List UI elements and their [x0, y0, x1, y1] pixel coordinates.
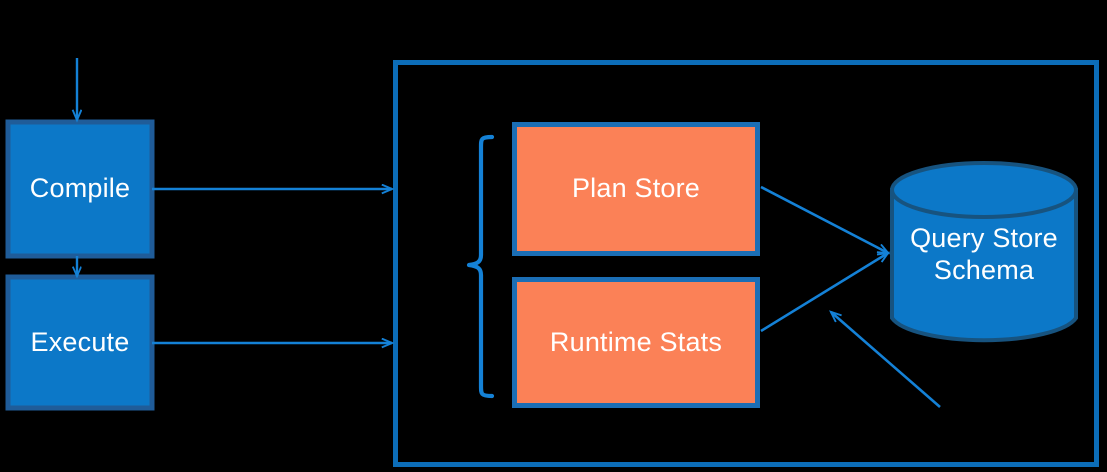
execute-node-shape[interactable] [5, 274, 155, 411]
compile-node-shape[interactable] [5, 119, 155, 259]
plan-store-node-shape[interactable] [512, 122, 760, 256]
query-store-schema-node-shape[interactable] [890, 161, 1078, 343]
runtime-stats-node-shape[interactable] [512, 277, 760, 408]
grouping-brace [466, 134, 495, 399]
connector-external-to-schema [831, 312, 941, 408]
query-store-container [393, 60, 1099, 467]
connector-plan-store-to-schema [760, 185, 888, 253]
connector-runtime-stats-to-schema [760, 253, 888, 333]
